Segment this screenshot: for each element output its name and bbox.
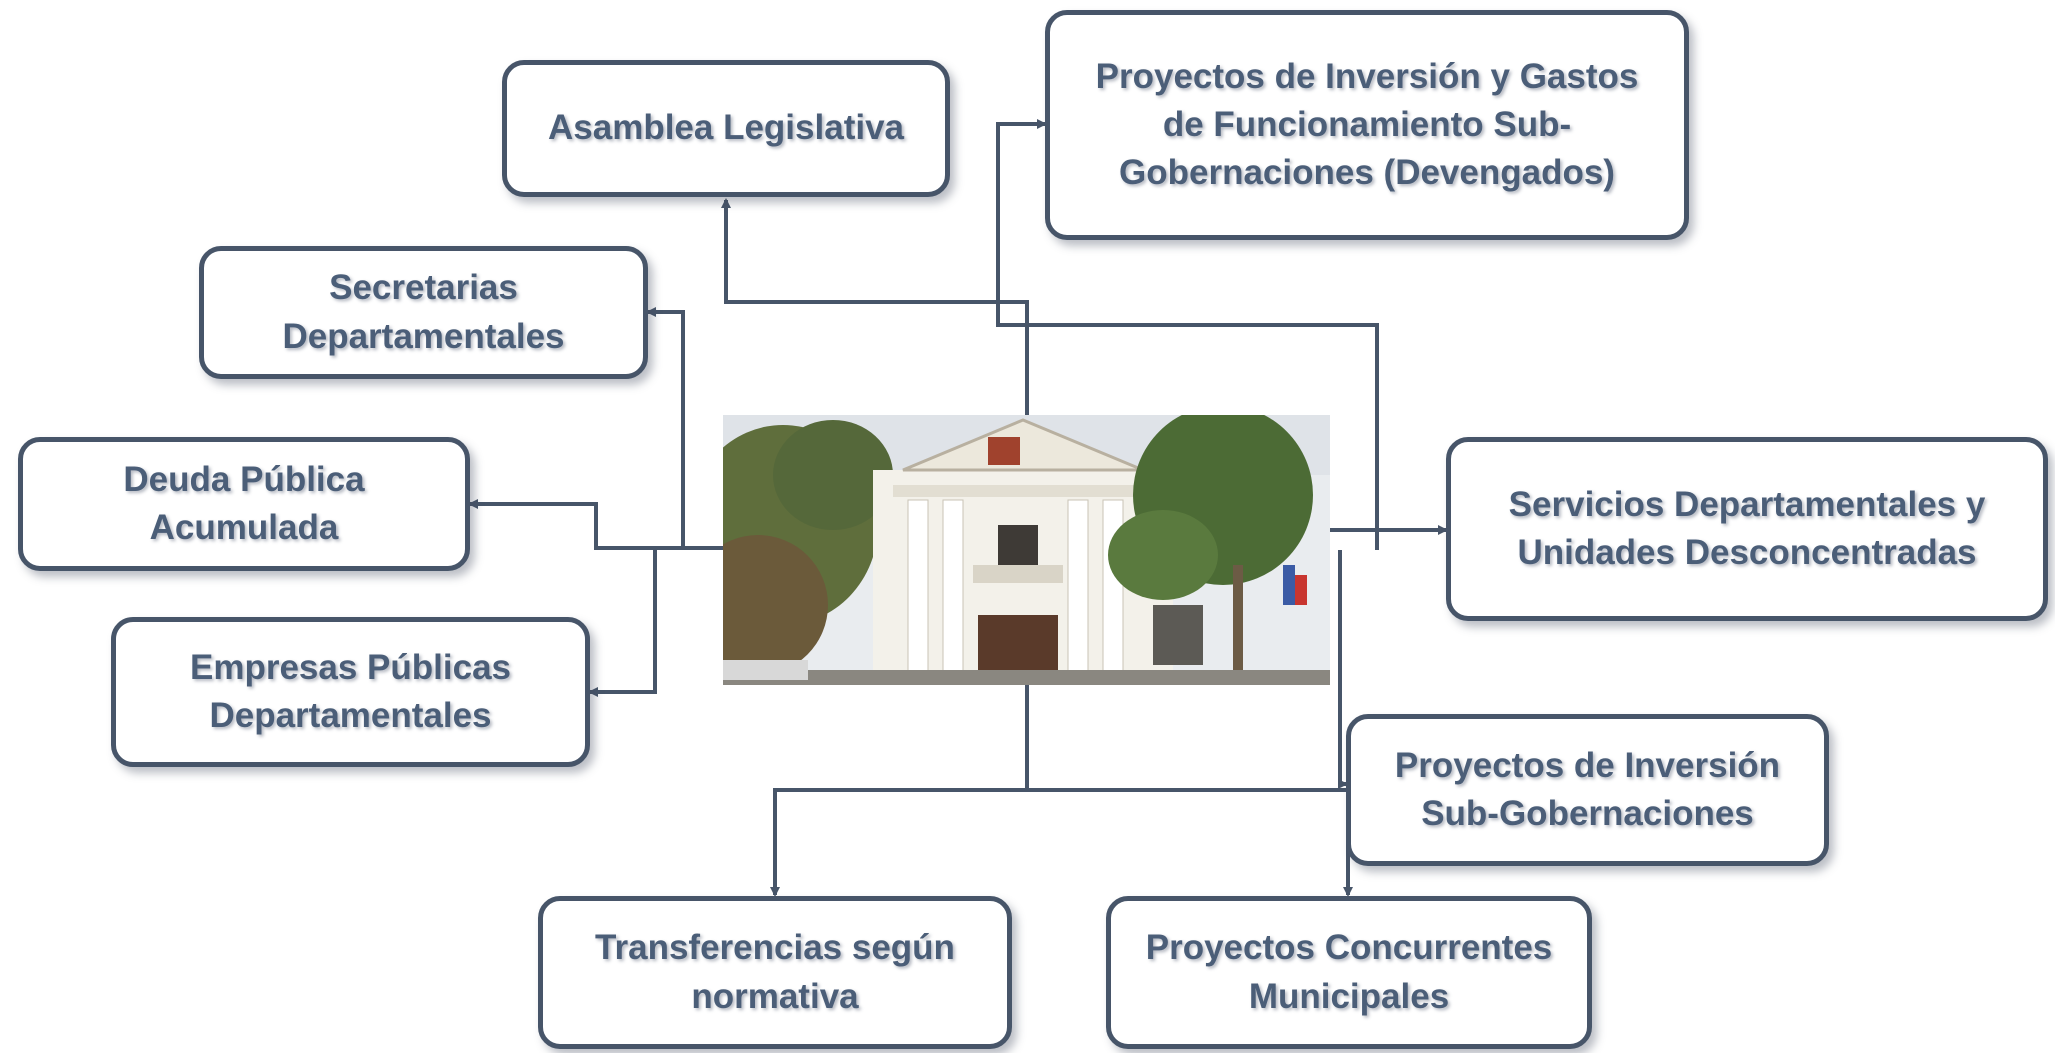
connector-concurrentes xyxy=(1025,685,1353,897)
node-empresas-publicas-departamentales: Empresas Públicas Departamentales xyxy=(111,617,590,767)
node-transferencias-segun-normativa: Transferencias según normativa xyxy=(538,896,1012,1049)
node-deuda-publica-acumulada: Deuda Pública Acumulada xyxy=(18,437,470,571)
node-label-line: Proyectos de Inversión y Gastos xyxy=(1095,56,1639,96)
node-label-line: Transferencias según xyxy=(595,928,955,968)
node-proyectos-inversion-sub-gobernaciones: Proyectos de Inversión Sub-Gobernaciones xyxy=(1346,714,1829,866)
node-label-line: Sub-Gobernaciones xyxy=(1421,794,1754,833)
node-label-line: Gobernaciones (Devengados) xyxy=(1119,153,1615,193)
node-label-line: Unidades Desconcentradas xyxy=(1517,533,1977,572)
node-label-line: Municipales xyxy=(1248,976,1450,1016)
node-label: Asamblea Legislativa xyxy=(548,108,904,148)
connector-deuda xyxy=(468,499,723,550)
node-label-line: Departamentales xyxy=(209,696,492,735)
government-building-photo xyxy=(723,415,1330,685)
node-label-line: Deuda Pública xyxy=(123,459,365,499)
node-label-line: de Funcionamiento Sub- xyxy=(1162,104,1572,144)
connector-empresas xyxy=(588,546,723,697)
connector-asamblea xyxy=(721,198,1029,415)
node-label-line: Departamentales xyxy=(282,316,565,356)
node-label-line: Secretarias xyxy=(329,268,518,308)
connector-secretarias xyxy=(646,307,723,550)
connector-proyectos-gastos xyxy=(996,119,1379,550)
connector-proyectos-sub xyxy=(1338,550,1348,789)
node-label-line: normativa xyxy=(691,976,859,1016)
node-proyectos-inversion-gastos: Proyectos de Inversión y Gastos de Funci… xyxy=(1045,10,1689,240)
connector-transferencias xyxy=(770,685,1029,897)
node-secretarias-departamentales: Secretarias Departamentales xyxy=(199,246,648,379)
node-label-line: Servicios Departamentales y xyxy=(1508,484,1986,524)
node-asamblea-legislativa: Asamblea Legislativa xyxy=(502,60,950,197)
node-label-line: Proyectos de Inversión xyxy=(1394,745,1781,785)
node-label-line: Acumulada xyxy=(149,508,339,547)
node-label-line: Empresas Públicas xyxy=(190,647,511,687)
node-servicios-departamentales: Servicios Departamentales y Unidades Des… xyxy=(1446,437,2048,621)
node-proyectos-concurrentes-municipales: Proyectos Concurrentes Municipales xyxy=(1106,896,1592,1049)
node-label-line: Proyectos Concurrentes xyxy=(1145,928,1553,968)
